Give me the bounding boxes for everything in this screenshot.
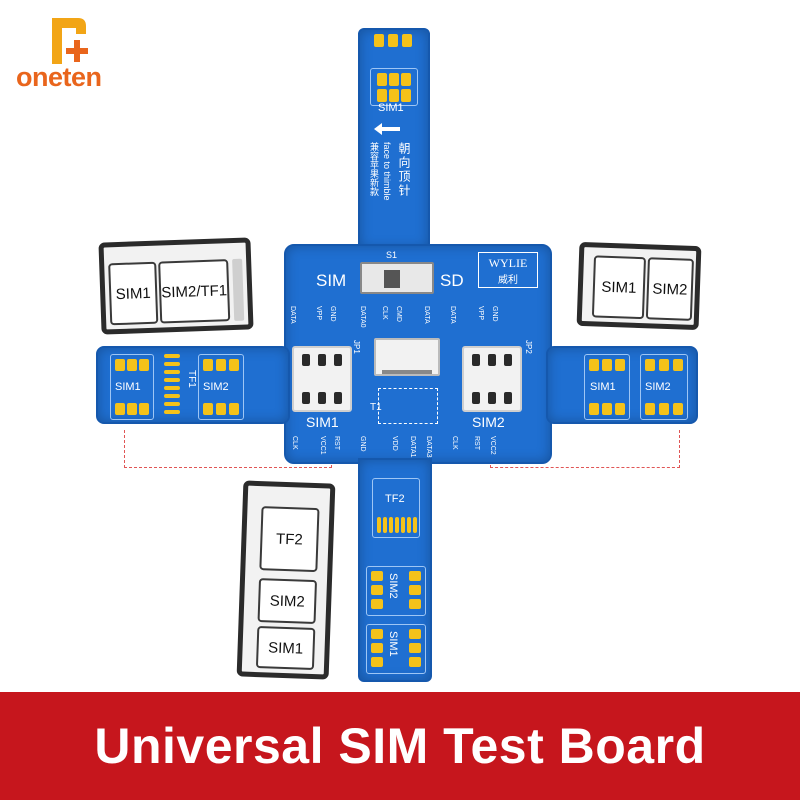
pin-label: DATA1 — [409, 436, 416, 458]
sim-tray-right: SIM1 SIM2 — [576, 241, 702, 331]
banner-title: Universal SIM Test Board — [94, 718, 706, 774]
brand-logo-icon — [52, 18, 88, 64]
pin-label: CLK — [291, 436, 298, 450]
sim-socket-1 — [292, 346, 352, 412]
bottom-pin-row: CLK VCC1 RST GND VDD DATA1 DATA3 CLK RST… — [288, 436, 548, 460]
pin-label: RST — [333, 436, 340, 450]
brand-box: WYLIE 威利 — [478, 252, 538, 288]
pin-label: VDD — [391, 436, 398, 451]
board-bottom-tab: TF2 SIM2 SIM1 — [358, 458, 432, 682]
switch-label-sd: SD — [440, 271, 464, 290]
tray-slot: SIM2 — [645, 257, 694, 321]
tray-slot: SIM1 — [255, 626, 316, 671]
tray-slot: SIM2/TF1 — [158, 259, 231, 324]
jp1-label: JP1 — [352, 340, 361, 354]
right-arm-sim1: SIM1 — [590, 381, 616, 393]
pin-label: RST — [473, 436, 480, 450]
bottom-sim2-label: SIM2 — [387, 573, 399, 599]
t1-label: T1 — [370, 402, 382, 413]
sim-socket-2 — [462, 346, 522, 412]
title-banner: Universal SIM Test Board — [0, 692, 800, 800]
pin-label: DATA — [289, 306, 296, 324]
board-top-tab: SIM1 朝向顶针 face to thimble 兼容苹果新款 — [358, 28, 430, 250]
pin-label: CMD — [395, 306, 402, 322]
tray-slot: SIM1 — [591, 255, 647, 320]
pin-label: GND — [491, 306, 498, 322]
arrow-sub-cn: 兼容苹果新款 — [369, 142, 379, 196]
pin-label: GND — [329, 306, 336, 322]
pin-label: CLK — [451, 436, 458, 450]
t1-outline — [378, 388, 438, 424]
top-pin-row: DATA VPP GND DATA0 CLK CMD DATA DATA VPP… — [288, 306, 548, 330]
pin-label: VPP — [315, 306, 322, 321]
pin-label: DATA — [449, 306, 456, 324]
bottom-sim1-label: SIM1 — [387, 631, 399, 657]
pin-label: GND — [359, 436, 366, 452]
arrow-icon — [372, 122, 402, 136]
socket2-label: SIM2 — [472, 414, 505, 430]
board-right-arm: SIM1 SIM2 — [546, 346, 698, 424]
left-arm-sim1: SIM1 — [115, 381, 141, 393]
top-tab-label: SIM1 — [378, 102, 404, 114]
board-left-arm: SIM1 TF1 SIM2 — [96, 346, 290, 424]
tray-slot: TF2 — [259, 506, 320, 573]
tray-slot: SIM2 — [257, 578, 318, 625]
tray-slot: SIM1 — [108, 261, 159, 326]
pin-label: VCC2 — [489, 436, 496, 455]
left-arm-tf1: TF1 — [186, 370, 197, 388]
socket1-label: SIM1 — [306, 414, 339, 430]
pin-label: DATA — [423, 306, 430, 324]
pin-label: VCC1 — [319, 436, 326, 455]
arrow-label-cn: 朝向顶针 — [397, 142, 411, 198]
left-arm-sim2: SIM2 — [203, 381, 229, 393]
sim-tray-bottom: TF2 SIM2 SIM1 — [236, 480, 336, 680]
brand-name: oneten — [16, 62, 102, 92]
pin-label: CLK — [381, 306, 388, 320]
arrow-label-en: face to thimble — [382, 142, 392, 201]
right-arm-sim2: SIM2 — [645, 381, 671, 393]
pin-label: DATA3 — [425, 436, 432, 458]
switch-label-sim: SIM — [316, 271, 347, 290]
pin-label: DATA0 — [359, 306, 366, 328]
tf-connector — [374, 338, 440, 376]
jp2-label: JP2 — [524, 340, 533, 354]
bottom-tf2-label: TF2 — [385, 493, 405, 505]
sim-tray-left: SIM1 SIM2/TF1 — [98, 237, 254, 335]
slide-switch[interactable] — [360, 262, 434, 294]
switch-s1-label: S1 — [386, 250, 398, 260]
pin-label: VPP — [477, 306, 484, 321]
